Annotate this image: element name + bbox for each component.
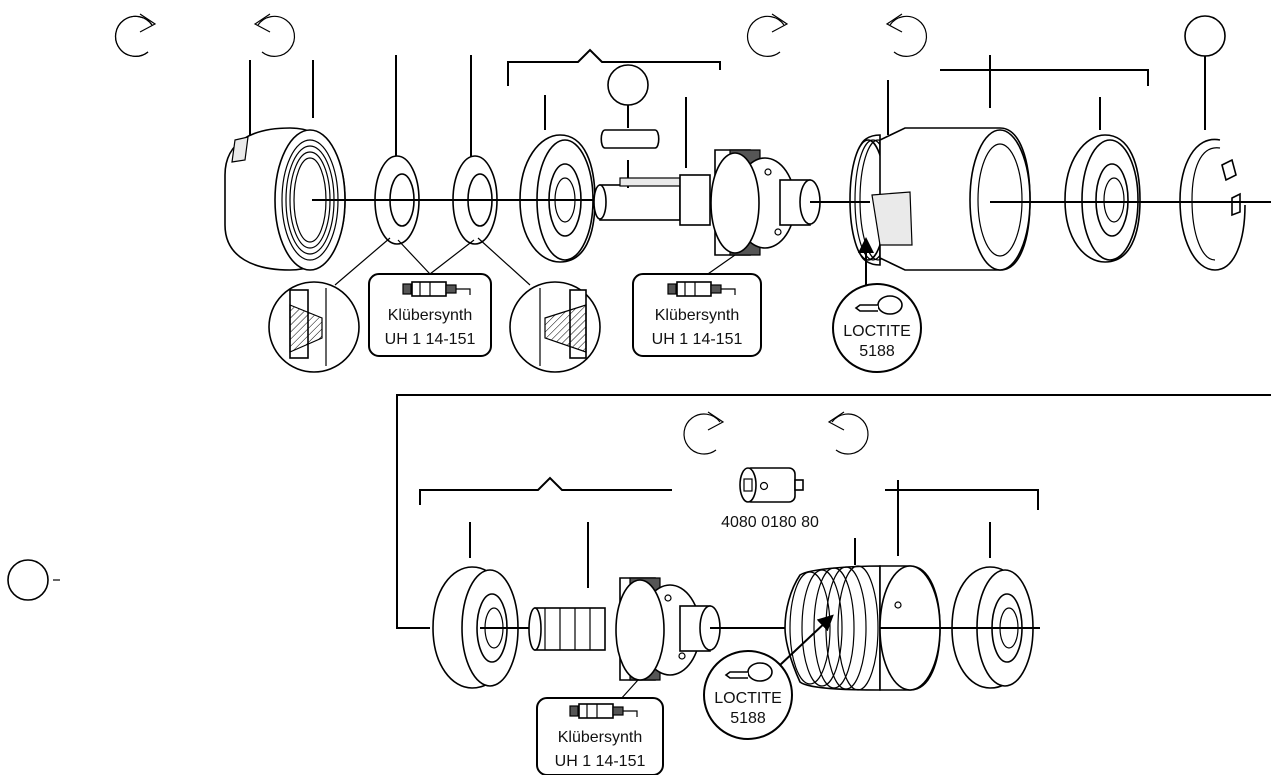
lubricant-name-2: Klübersynth — [655, 307, 740, 324]
threadlocker-brand-2: LOCTITE — [714, 690, 782, 707]
callout-circle-key — [607, 64, 649, 106]
rotate-clockwise-icon — [114, 13, 157, 57]
lubricant-callout-2: Klübersynth UH 1 14-151 — [632, 254, 762, 357]
threadlocker-number-1: 5188 — [859, 343, 895, 360]
threadlocker-callout-1: LOCTITE 5188 — [832, 237, 922, 373]
lubricant-name-3: Klübersynth — [558, 729, 643, 746]
lubricant-callout-3: Klübersynth UH 1 14-151 — [536, 679, 664, 775]
shaft-with-gear — [593, 149, 845, 256]
threaded-housing — [845, 127, 1062, 271]
leader-lines-top-left — [249, 55, 472, 158]
rotate-counterclockwise-icon — [827, 411, 869, 455]
threaded-sleeve — [784, 565, 950, 691]
assembly-bracket-bottom-right — [854, 480, 1039, 565]
threadlocker-number-2: 5188 — [730, 710, 766, 727]
callout-circle-left — [7, 559, 60, 601]
ball-bearing-2 — [1062, 134, 1175, 263]
assembly-bracket-right — [887, 55, 1149, 135]
ball-bearing-4 — [950, 566, 1040, 689]
adhesive-bottle-icon — [724, 662, 773, 682]
parallel-key — [600, 64, 687, 168]
seal-ring-1 — [365, 155, 445, 245]
threaded-nut — [224, 127, 365, 271]
rotate-clockwise-icon — [746, 13, 789, 57]
tool-part-number: 4080 0180 80 — [721, 514, 819, 531]
rotate-clockwise-icon — [683, 411, 725, 455]
assembly-bracket-top — [507, 48, 721, 86]
grease-gun-icon — [667, 281, 736, 297]
subassembly-frame — [396, 394, 1271, 629]
lubricant-grade-2: UH 1 14-151 — [652, 331, 743, 348]
retaining-ring — [1175, 15, 1271, 271]
ball-bearing-3 — [432, 566, 540, 689]
seal-section-detail-2 — [477, 237, 601, 373]
rotate-counterclockwise-icon — [253, 13, 296, 57]
adhesive-bottle-icon — [854, 295, 903, 315]
threadlocker-callout-2: LOCTITE 5188 — [703, 614, 834, 740]
special-tool: 4080 0180 80 — [721, 467, 819, 531]
seal-section-detail-1 — [268, 237, 391, 373]
ball-bearing-1 — [508, 95, 598, 263]
threadlocker-brand-1: LOCTITE — [843, 323, 911, 340]
shaft-with-gear-bottom — [528, 577, 790, 681]
lubricant-name-1: Klübersynth — [388, 307, 473, 324]
callout-circle-ring — [1184, 15, 1226, 57]
lubricant-grade-1: UH 1 14-151 — [385, 331, 476, 348]
lubricant-callout-1: Klübersynth UH 1 14-151 — [368, 239, 492, 357]
lubricant-grade-3: UH 1 14-151 — [555, 753, 646, 770]
assembly-bracket-bottom — [419, 476, 672, 588]
grease-gun-icon — [402, 281, 471, 297]
rotate-counterclockwise-icon — [885, 13, 928, 57]
grease-gun-icon — [569, 703, 638, 719]
seal-ring-2 — [445, 155, 508, 245]
